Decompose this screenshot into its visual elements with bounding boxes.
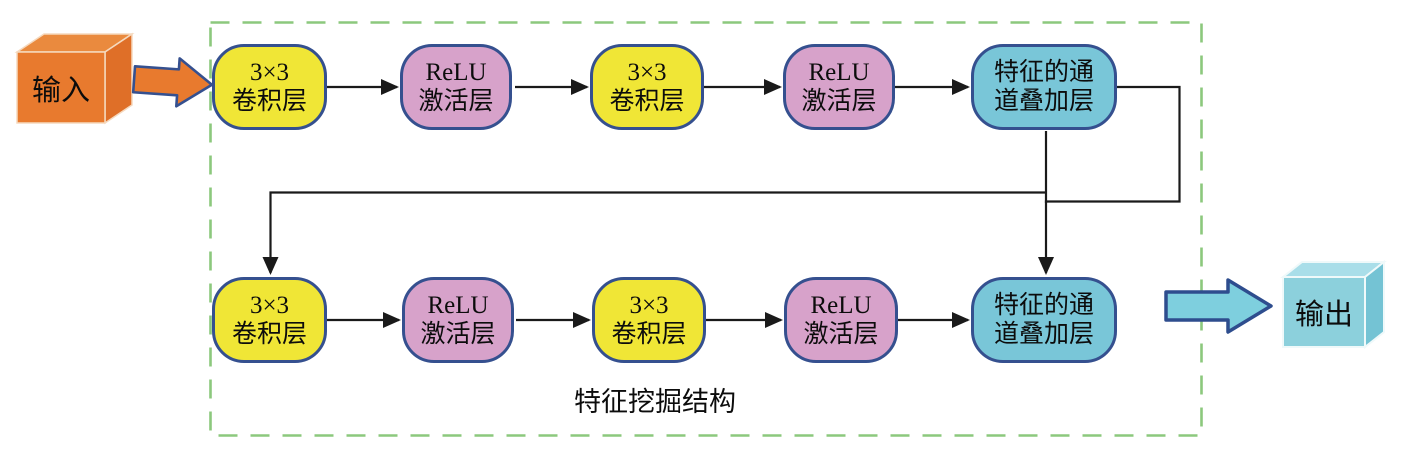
relu-block-r1c4: ReLU 激活层 [783, 44, 895, 130]
conv-block-r1c3: 3×3 卷积层 [590, 44, 704, 130]
input-cube-icon [14, 32, 135, 125]
concat-block-r2c5: 特征的通 道叠加层 [971, 277, 1117, 363]
feature-mining-structure-label: 特征挖掘结构 [574, 386, 736, 417]
concat-block-r1c5: 特征的通 道叠加层 [971, 44, 1117, 130]
skip-line-to-conv-row2 [262, 191, 1046, 275]
output-label: 输出 [1294, 299, 1353, 331]
feature-mining-boundary [209, 21, 1203, 437]
input-arrow-icon [131, 57, 214, 108]
conv-block-r1c1: 3×3 卷积层 [212, 44, 327, 130]
skip-line-to-concat-row2 [1038, 85, 1181, 275]
relu-block-r2c2: ReLU 激活层 [402, 277, 514, 363]
output-cube-icon [1280, 259, 1387, 350]
relu-block-r2c4: ReLU 激活层 [784, 277, 898, 363]
relu-block-r1c2: ReLU 激活层 [400, 44, 512, 130]
conv-block-r2c1: 3×3 卷积层 [212, 277, 327, 363]
conv-block-r2c3: 3×3 卷积层 [592, 277, 706, 363]
output-arrow-icon [1164, 278, 1273, 334]
input-label: 输入 [31, 75, 90, 107]
